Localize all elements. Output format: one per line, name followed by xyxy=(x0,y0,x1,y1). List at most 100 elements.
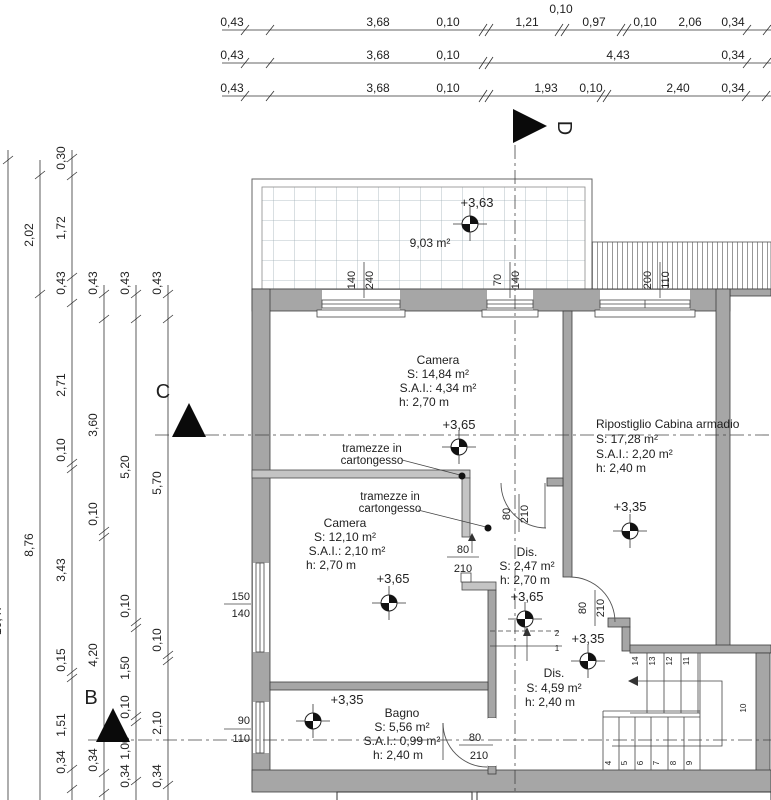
door-width-arrow xyxy=(468,533,476,541)
window-size: 200 xyxy=(642,271,654,289)
room-height: h: 2,70 m xyxy=(306,558,356,572)
dimension-label: 0,10 xyxy=(549,2,573,16)
dimension-label: 0,43 xyxy=(220,15,244,29)
dimension-label: 0,34 xyxy=(118,764,132,788)
dimension-label: 1,93 xyxy=(534,81,558,95)
room-sai: S.A.I.: 4,34 m² xyxy=(400,381,477,395)
dimension-label: 1,72 xyxy=(54,216,68,240)
dimension-label: 1,50 xyxy=(118,656,132,680)
room-name: Dis. xyxy=(544,666,565,680)
wall-segment xyxy=(729,288,771,297)
elevation-marker xyxy=(442,430,476,464)
annotations: tramezze in cartongesso tramezze in cart… xyxy=(341,443,492,532)
stair-step-number: 8 xyxy=(669,760,678,765)
dimension-label: 0,43 xyxy=(220,48,244,62)
section-arrow-b xyxy=(96,708,130,742)
dimension-label: 0,10 xyxy=(579,81,603,95)
room-area: S: 4,59 m² xyxy=(526,681,581,695)
roof-hatch xyxy=(591,241,771,290)
top-dimension-chains: 0,43 3,68 0,10 1,21 0,97 0,10 2,06 0,34 0,10 0,43… xyxy=(220,2,771,103)
door-size: 210 xyxy=(470,750,488,762)
wall-segment xyxy=(607,617,631,628)
dimension-label: 0,10 xyxy=(118,695,132,719)
dimension-label: 3,68 xyxy=(366,48,390,62)
stair-step-number: 13 xyxy=(648,656,657,665)
wall-segment xyxy=(251,769,771,793)
door-size: 210 xyxy=(595,599,607,617)
elevation-marker xyxy=(571,644,605,678)
section-arrow-d xyxy=(513,109,547,143)
stair-step-number: 14 xyxy=(631,656,640,665)
window-size: 240 xyxy=(364,271,376,289)
dimension-label: 0,34 xyxy=(54,750,68,774)
terrace-elevation-label: +3,63 xyxy=(461,195,494,210)
dimension-label: 3,60 xyxy=(86,413,100,437)
door-size: 210 xyxy=(519,505,531,523)
annotation-text: tramezze in xyxy=(342,443,401,455)
room-area: S: 2,47 m² xyxy=(499,559,554,573)
leader-dot xyxy=(484,524,492,532)
room-area: S: 12,10 m² xyxy=(314,530,376,544)
elevation-symbols xyxy=(296,207,647,738)
dimension-label: 0,34 xyxy=(721,81,745,95)
section-markers: C B D xyxy=(84,109,575,742)
dimension-label: 0,10 xyxy=(86,502,100,526)
wall-segment xyxy=(487,589,497,719)
room-height: h: 2,70 m xyxy=(399,395,449,409)
dimension-label: 4,43 xyxy=(606,48,630,62)
room-name: Ripostiglio Cabina armadio xyxy=(596,417,740,431)
room-name: Camera xyxy=(324,516,367,530)
dimension-label: 0,10 xyxy=(118,594,132,618)
stair-step-number: 10 xyxy=(739,703,748,712)
stair-step-number: 6 xyxy=(636,760,645,765)
wall-segment xyxy=(487,765,497,775)
window-size: 140 xyxy=(232,608,250,620)
dimension-label: 0,10 xyxy=(633,15,657,29)
elevation-marker xyxy=(453,207,487,241)
dimension-label: 3,68 xyxy=(366,81,390,95)
stair-step-number: 12 xyxy=(665,656,674,665)
elevation-marker xyxy=(613,514,647,548)
left-dimension-chains: 10,472,028,760,301,720,432,710,103,430,1… xyxy=(0,146,174,800)
section-letter-b: B xyxy=(84,687,97,709)
stair-direction-line xyxy=(612,680,723,747)
door-swing-arc xyxy=(442,722,488,768)
dimension-label: 0,43 xyxy=(150,271,164,295)
dimension-label: 0,43 xyxy=(220,81,244,95)
annotation-text: cartongesso xyxy=(341,455,404,467)
dimension-label: 0,34 xyxy=(150,764,164,788)
elevation-label: +3,35 xyxy=(331,692,364,707)
partition-wall xyxy=(251,469,471,479)
partition-wall xyxy=(461,581,497,591)
section-letter-c: C xyxy=(156,381,170,403)
elevation-label: +3,35 xyxy=(614,499,647,514)
wall-segment xyxy=(269,681,489,691)
terrace: 9,03 m² +3,63 xyxy=(251,178,593,290)
door-size: 80 xyxy=(501,508,513,520)
stair-step-number: 11 xyxy=(682,656,691,665)
leader-dot xyxy=(458,472,466,480)
door-size: 80 xyxy=(457,544,469,556)
dimension-label: 2,06 xyxy=(678,15,702,29)
dimension-label: 0,43 xyxy=(54,271,68,295)
dimension-label: 1,21 xyxy=(515,15,539,29)
door-swing-arc xyxy=(500,482,547,529)
dimension-label: 10,47 xyxy=(0,605,4,635)
partition-wall xyxy=(461,477,471,538)
dimension-label: 0,97 xyxy=(582,15,606,29)
wall-segment xyxy=(755,652,771,773)
stair-step-number: 5 xyxy=(620,760,629,765)
stair-direction-arrow xyxy=(628,676,638,686)
wall-segment xyxy=(546,477,564,487)
window-size: 70 xyxy=(492,274,504,286)
stair-step-number: 9 xyxy=(685,760,694,765)
size-labels: 140 240 70 140 200 110 150 140 90 110 80… xyxy=(224,262,672,762)
dimension-label: 0,10 xyxy=(150,628,164,652)
room-height: h: 2,70 m xyxy=(500,573,550,587)
door-size: 80 xyxy=(577,602,589,614)
dimension-label: 2,40 xyxy=(666,81,690,95)
elevation-label: +3,65 xyxy=(377,571,410,586)
